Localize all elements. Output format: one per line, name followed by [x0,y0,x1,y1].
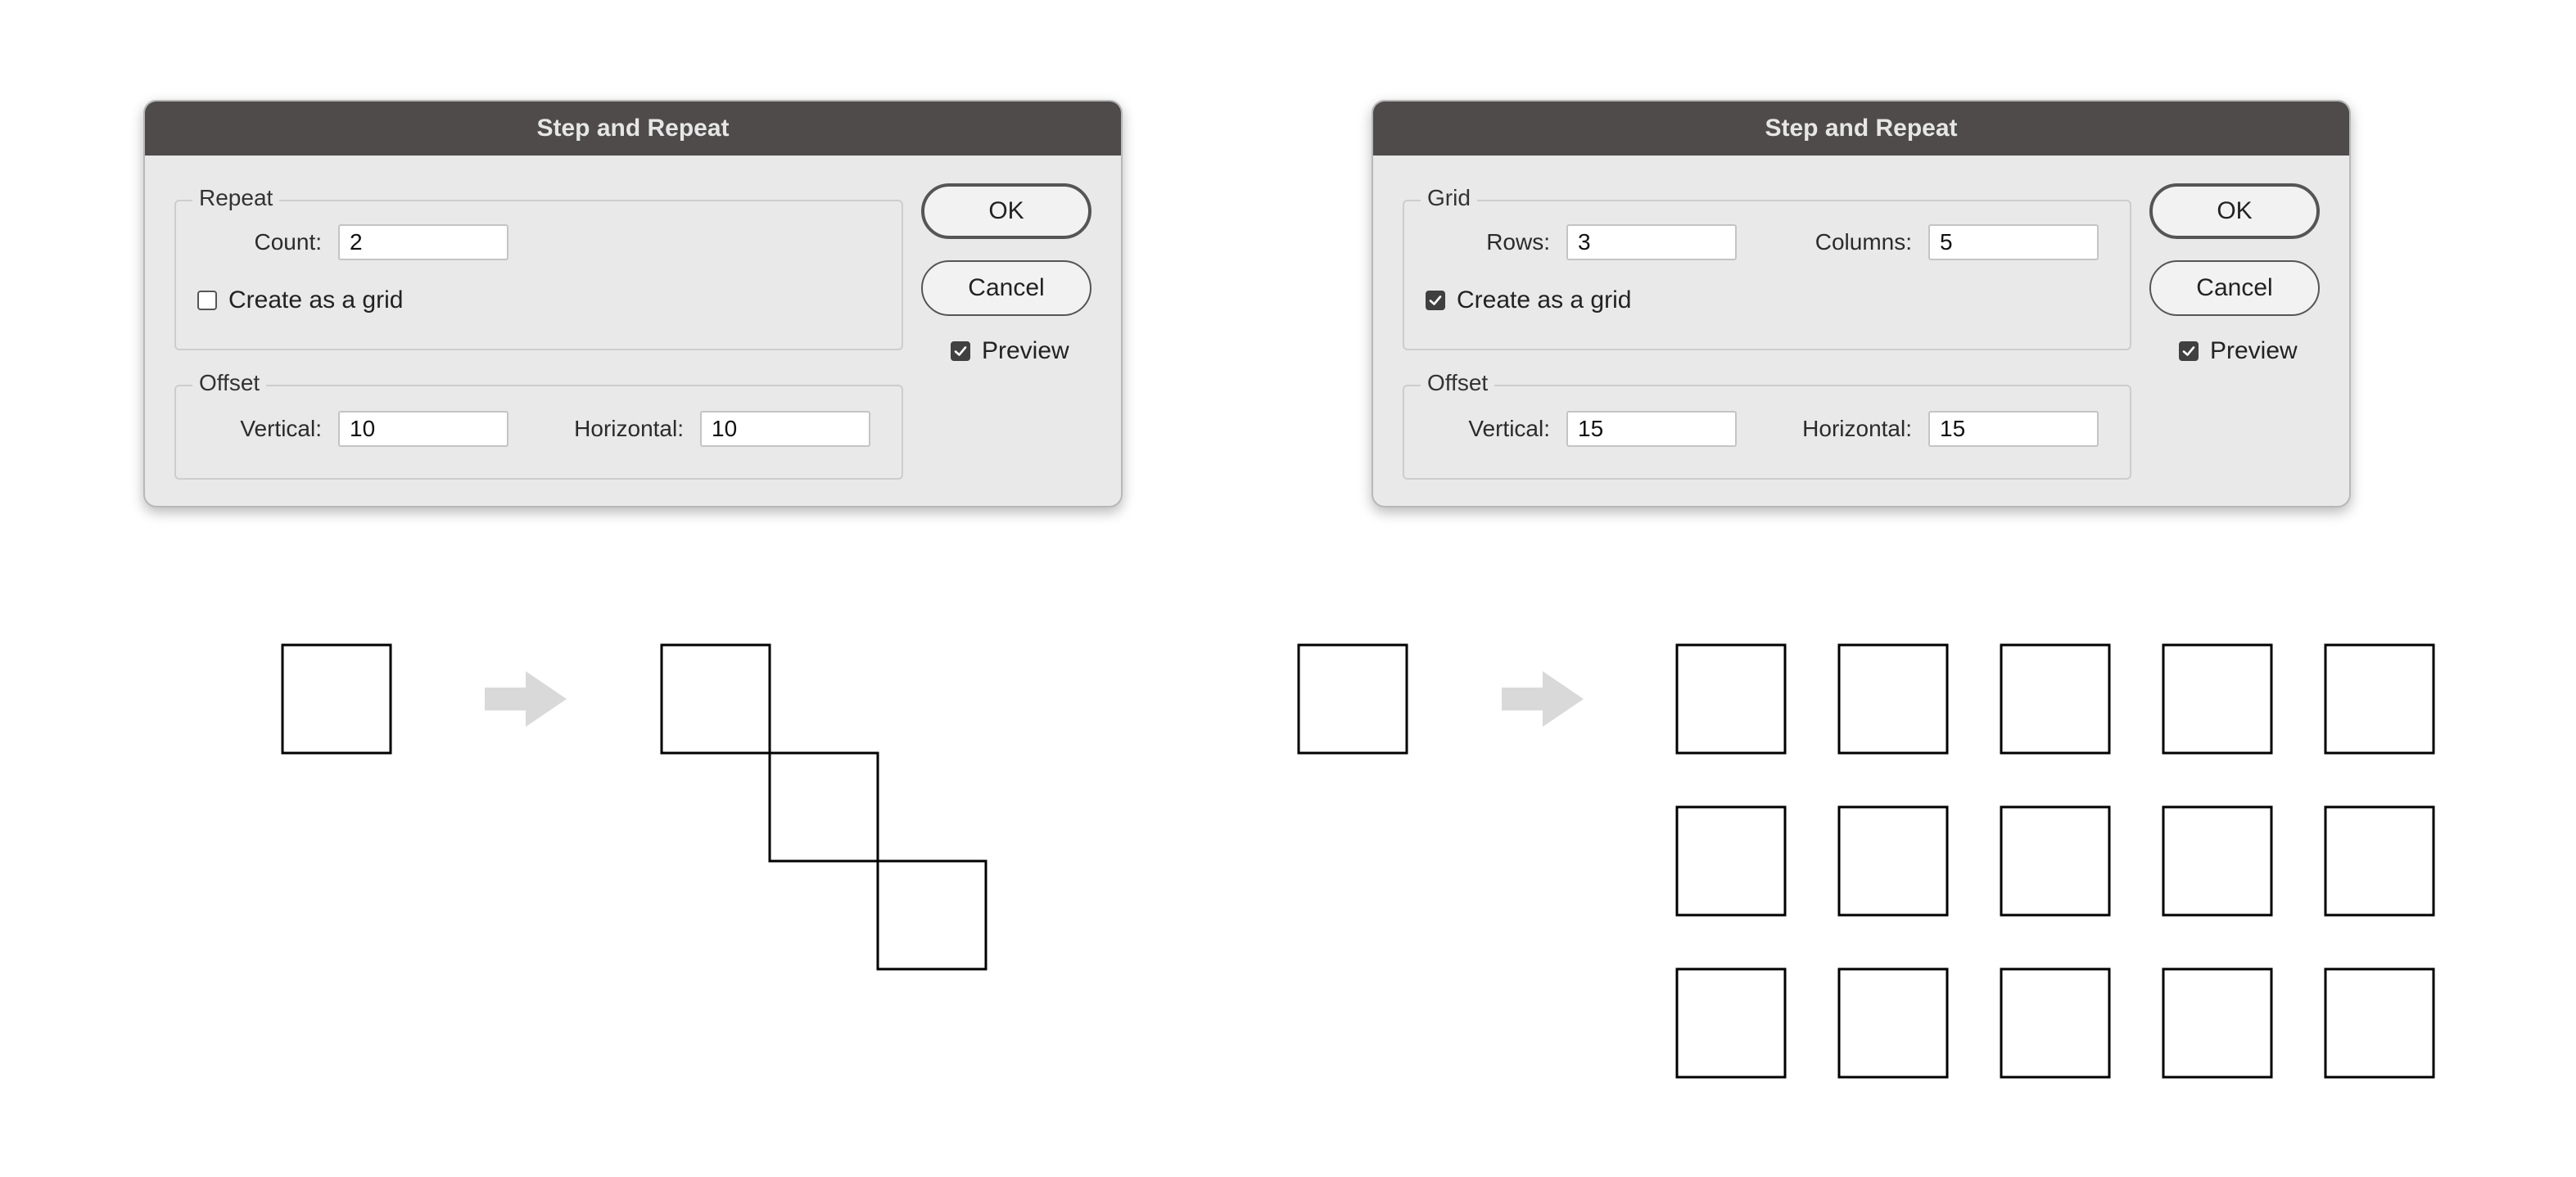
grid-square [2162,967,2273,1079]
group-title: Offset [1421,370,1495,396]
group-title: Repeat [192,185,280,211]
offset-group: Offset Vertical: Horizontal: [174,370,903,480]
ok-button[interactable]: OK [2149,183,2320,239]
cancel-button[interactable]: Cancel [921,260,1091,316]
grid-square [2000,643,2111,755]
grid-square [2000,805,2111,917]
dialog-title[interactable]: Step and Repeat [1373,101,2349,156]
grid-square [2000,967,2111,1079]
grid-square [2324,805,2435,917]
grid-square [1837,643,1949,755]
horizontal-label: Horizontal: [1802,416,1912,441]
rows-label: Rows: [1486,229,1550,255]
grid-group: Grid Rows: Columns: Create as a grid [1403,185,2131,350]
horizontal-label: Horizontal: [574,416,684,441]
vertical-input[interactable] [338,411,508,447]
checkbox-label: Create as a grid [1457,286,1632,313]
preview-label: Preview [2210,337,2298,364]
grid-square [2324,643,2435,755]
offset-group: Offset Vertical: Horizontal: [1403,370,2131,480]
preview-checkbox[interactable]: Preview [2179,337,2298,365]
original-square [281,643,392,755]
grid-square [2162,805,2273,917]
checkbox-box[interactable] [197,291,217,310]
columns-input[interactable] [1928,224,2099,260]
grid-square [1837,805,1949,917]
vertical-input[interactable] [1566,411,1737,447]
checkmark-icon[interactable] [951,341,970,361]
group-title: Grid [1421,185,1477,211]
columns-label: Columns: [1814,229,1912,255]
create-as-grid-checkbox[interactable]: Create as a grid [197,286,403,314]
dialog-title[interactable]: Step and Repeat [145,101,1121,156]
arrow-right-icon [485,671,567,727]
horizontal-input[interactable] [1928,411,2099,447]
preview-checkbox[interactable]: Preview [951,337,1069,365]
checkmark-icon[interactable] [1426,291,1445,310]
stepped-square [876,859,987,971]
arrow-right-icon [1502,671,1584,727]
original-square [1297,643,1408,755]
checkmark-icon[interactable] [2179,341,2199,361]
repeat-group: Repeat Count: Create as a grid [174,185,903,350]
step-and-repeat-dialog-grid: Step and Repeat Grid Rows: Columns: Crea… [1372,100,2351,507]
stepped-square [768,751,879,863]
ok-button[interactable]: OK [921,183,1091,239]
grid-square [2162,643,2273,755]
checkbox-label: Create as a grid [228,286,404,313]
grid-square [1837,967,1949,1079]
stepped-square [660,643,771,755]
cancel-button[interactable]: Cancel [2149,260,2320,316]
grid-square [2324,967,2435,1079]
count-label: Count: [254,229,323,255]
vertical-label: Vertical: [1468,416,1550,441]
vertical-label: Vertical: [240,416,322,441]
preview-label: Preview [982,337,1069,364]
grid-square [1675,643,1787,755]
create-as-grid-checkbox[interactable]: Create as a grid [1426,286,1631,314]
count-input[interactable] [338,224,508,260]
group-title: Offset [192,370,267,396]
grid-square [1675,805,1787,917]
grid-square [1675,967,1787,1079]
step-and-repeat-dialog-repeat: Step and Repeat Repeat Count: Create as … [143,100,1123,507]
rows-input[interactable] [1566,224,1737,260]
horizontal-input[interactable] [700,411,870,447]
